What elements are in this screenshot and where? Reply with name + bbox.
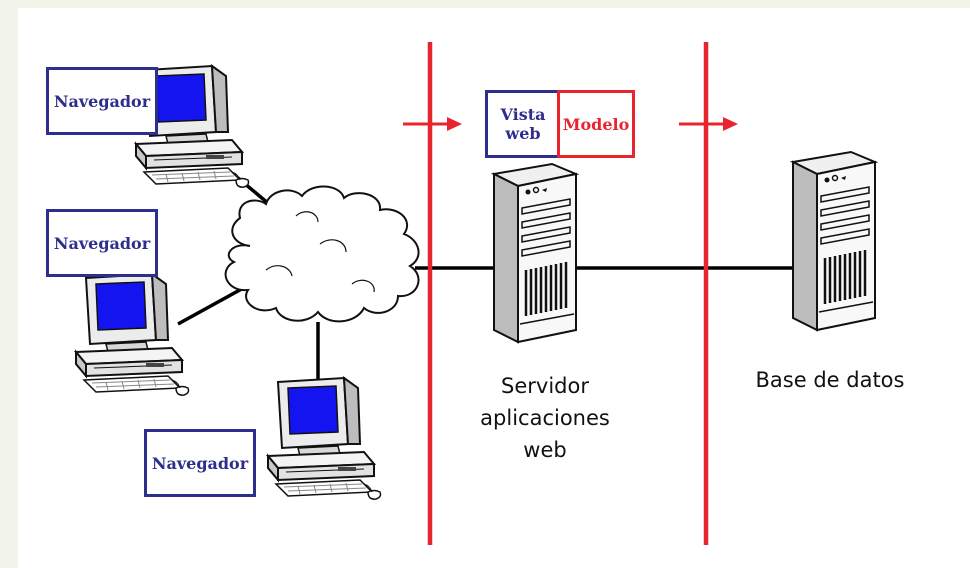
- browser-label: Navegador: [151, 453, 249, 473]
- flow-arrow-icon: [679, 117, 738, 131]
- browser-box-2: Navegador: [46, 209, 158, 277]
- app-server-caption-line: Servidor: [501, 374, 589, 398]
- browser-box-1: Navegador: [46, 67, 158, 135]
- database-caption: Base de datos: [755, 368, 905, 392]
- app-server-caption-line: web: [523, 438, 567, 462]
- browser-label: Navegador: [53, 91, 151, 111]
- web-view-box: Vista web: [485, 90, 561, 158]
- browser-label: Navegador: [53, 233, 151, 253]
- web-view-label-line2: web: [505, 124, 541, 143]
- client-computer-icon: [267, 377, 382, 501]
- app-server-caption-line: aplicaciones: [480, 406, 610, 430]
- app-server-caption: Servidor aplicaciones web: [470, 370, 620, 466]
- database-server-icon: [791, 150, 877, 332]
- flow-arrow-icon: [403, 117, 462, 131]
- tier-boundaries: [403, 42, 738, 545]
- model-label: Modelo: [562, 114, 630, 134]
- client-computer-icon: [75, 273, 190, 397]
- cloud-icon: [224, 185, 420, 323]
- browser-box-3: Navegador: [144, 429, 256, 497]
- model-box: Modelo: [557, 90, 635, 158]
- web-view-label-line1: Vista: [500, 105, 546, 124]
- app-server-icon: [492, 162, 578, 344]
